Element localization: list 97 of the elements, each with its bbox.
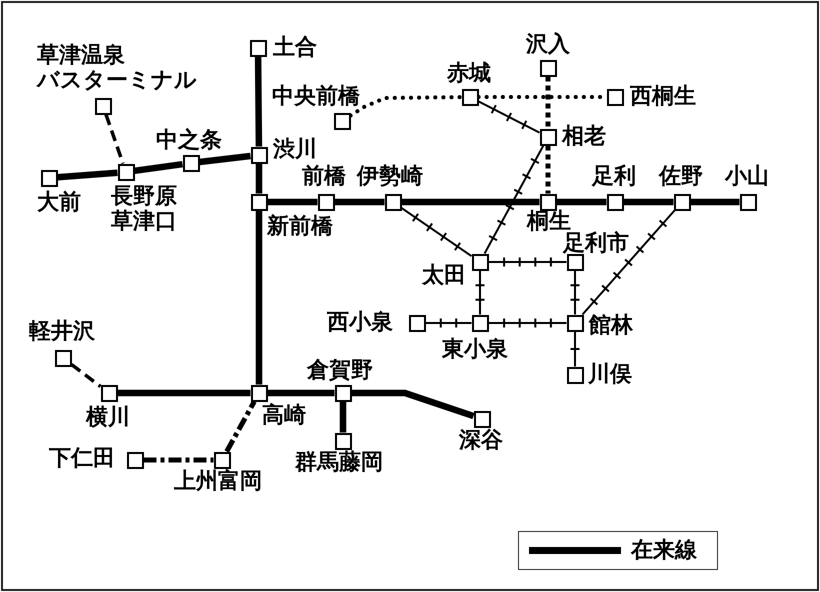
station-marker [250,146,268,164]
dashed-line [104,114,125,164]
rail-line [334,198,384,206]
station-name: 赤城 [447,61,491,86]
dash-dot-line [144,458,214,462]
station-marker [540,60,556,76]
station-marker [606,88,624,106]
legend-text: 在来線 [631,538,697,563]
station-name: 館林 [589,313,633,338]
station-marker [250,194,268,210]
station-marker [118,164,134,180]
dashed-line [70,363,102,388]
rail-line [624,198,674,206]
station-marker [566,254,584,270]
dotted-line [348,95,464,118]
station-marker [674,194,690,210]
ticked-rail-line [582,210,676,316]
station-name: 深谷 [459,428,503,453]
rail-line [340,402,346,432]
station-marker [214,452,230,468]
station-name: 東小泉 [442,337,508,362]
station-name: 沢入 [526,32,570,57]
dash-dot-line [224,400,256,453]
rail-line [256,210,262,384]
ticked-rail-line [570,330,580,368]
station-marker [384,194,402,210]
station-name: 太田 [422,263,466,288]
station-marker [126,452,144,468]
ticked-rail-line [570,270,580,316]
ticked-rail-line [478,100,540,134]
rail-line [268,390,334,396]
station-marker [540,194,556,210]
rail-line [352,390,475,420]
station-marker [474,410,490,428]
station-name: 草津温泉バスターミナル [37,43,197,93]
station-name: 佐野 [659,164,703,189]
station-name: 伊勢崎 [357,164,423,189]
station-name: 川俣 [588,362,632,387]
ticked-rail-line [488,256,568,268]
ticked-rail-line [424,318,472,328]
station-name: 群馬藤岡 [295,450,383,475]
station-name: 長野原草津口 [111,184,178,234]
station-name: 軽井沢 [29,319,95,344]
station-name: 倉賀野 [307,358,373,383]
station-marker [94,98,112,114]
station-name: 土合 [273,35,317,60]
station-marker [566,366,584,384]
station-marker [540,128,556,146]
station-marker [54,350,72,366]
station-name: 中之条 [156,128,222,153]
ticked-rail-line [400,206,472,258]
rail-line [402,198,540,206]
station-marker [606,194,624,210]
rail-line [256,164,262,194]
station-name: 足利 [592,164,636,189]
station-name: 西桐生 [630,84,696,109]
station-name: 大前 [37,190,81,215]
station-name: 足利市 [563,231,629,256]
rail-line [134,160,183,174]
rail-line [57,169,118,181]
station-marker [100,384,118,402]
station-marker [472,314,488,332]
ticked-rail-line [488,318,568,328]
station-marker [566,314,584,332]
station-marker [334,432,352,450]
station-name: 小山 [725,164,769,189]
station-marker [334,384,352,402]
station-name: 相老 [562,124,606,149]
rail-line [268,198,318,206]
ticked-rail-line [474,270,486,316]
station-marker [250,40,266,56]
dotted-line [546,76,550,128]
station-name: 横川 [86,405,130,430]
station-name: 前橋 [302,164,346,189]
station-marker [740,194,756,210]
station-marker [318,194,334,210]
dotted-line [546,146,550,194]
station-marker [462,88,478,106]
station-marker [250,384,268,402]
rail-line [118,390,250,396]
station-name: 渋川 [273,137,317,162]
station-marker [182,154,200,172]
station-marker [408,314,426,332]
station-name: 上州富岡 [174,469,262,494]
station-marker [334,112,350,130]
station-name: 高崎 [262,403,306,428]
station-name: 西小泉 [327,310,393,335]
station-marker [40,170,58,186]
station-name: 中央前橋 [272,84,360,109]
rail-line [690,198,740,206]
station-marker [472,254,488,270]
station-name: 新前橋 [267,214,333,239]
station-name: 下仁田 [49,446,115,471]
ticked-rail-line [484,144,544,254]
rail-line [254,56,262,147]
rail-line [199,152,251,166]
rail-line [556,198,606,206]
